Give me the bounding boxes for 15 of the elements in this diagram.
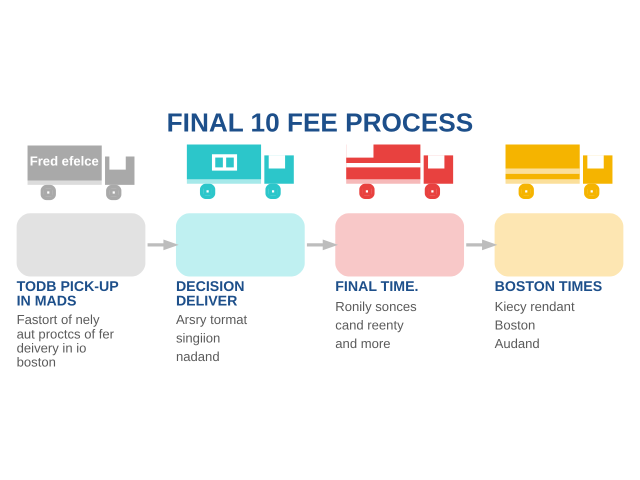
node-label: and more bbox=[335, 336, 391, 351]
diagram-title: FINAL 10 FEE PROCESS bbox=[166, 107, 474, 138]
node-label: BOSTON TIMES bbox=[494, 278, 602, 295]
node-label: FINAL TIME. bbox=[335, 278, 418, 295]
node-label: DECISION DELIVER bbox=[176, 278, 244, 309]
node-label: Fastort of nely aut proctcs of fer deivery in io boston bbox=[16, 312, 114, 370]
node-label: Ronily sonces bbox=[335, 298, 417, 314]
node-label: Arsry tormat bbox=[176, 312, 248, 327]
node-label: Audand bbox=[494, 336, 540, 351]
node-label: singiion bbox=[176, 330, 220, 346]
node-label: Kiecy rendant bbox=[494, 298, 575, 314]
node-label: TODB PICK-UP IN MADS bbox=[16, 278, 119, 309]
node-label: Boston bbox=[494, 317, 536, 332]
node-label: cand reenty bbox=[335, 317, 404, 332]
node-label: nadand bbox=[176, 348, 220, 364]
